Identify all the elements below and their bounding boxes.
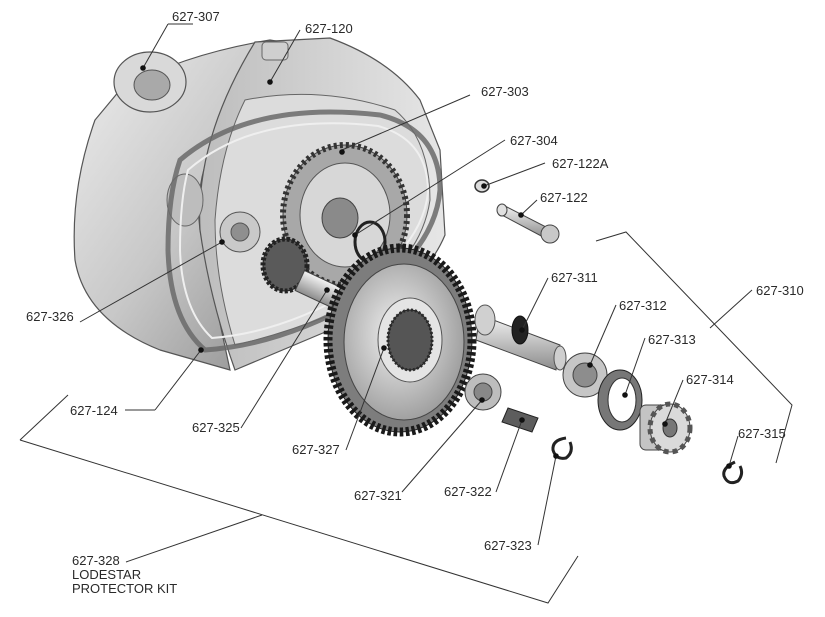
label-627-122: 627-122: [540, 190, 588, 205]
label-627-326: 627-326: [26, 309, 74, 324]
leader-dots: [140, 65, 732, 469]
bearing-627-312: [562, 352, 608, 398]
label-627-312: 627-312: [619, 298, 667, 313]
label-627-323: 627-323: [484, 538, 532, 553]
label-627-322: 627-322: [444, 484, 492, 499]
pinion-shaft: [260, 236, 342, 309]
label-627-304: 627-304: [510, 133, 558, 148]
output-gear: [323, 243, 477, 437]
part-labels: 627-307 627-120 627-303 627-304 627-122A…: [26, 9, 804, 596]
bearing-627-321: [464, 373, 502, 411]
mounting-ear: [113, 51, 187, 113]
label-627-313: 627-313: [648, 332, 696, 347]
seal-627-313: [597, 369, 643, 431]
label-627-314: 627-314: [686, 372, 734, 387]
label-627-122a: 627-122A: [552, 156, 609, 171]
label-627-321: 627-321: [354, 488, 402, 503]
drive-gear-627-314: [639, 401, 693, 455]
snap-ring-627-315: [722, 460, 744, 485]
kit-label-part-number: 627-328: [72, 553, 120, 568]
label-627-311: 627-311: [551, 270, 598, 285]
internal-gear: [280, 142, 410, 288]
kit-label-name: LODESTAR: [72, 567, 141, 582]
kit-label-description: PROTECTOR KIT: [72, 581, 177, 596]
label-627-124: 627-124: [70, 403, 118, 418]
label-627-310: 627-310: [756, 283, 804, 298]
label-627-303: 627-303: [481, 84, 529, 99]
label-627-307: 627-307: [172, 9, 220, 24]
label-627-325: 627-325: [192, 420, 240, 435]
screw-627-122: [496, 203, 560, 244]
label-627-315: 627-315: [738, 426, 786, 441]
label-627-327: 627-327: [292, 442, 340, 457]
leader-lines: [19, 23, 793, 604]
label-627-120: 627-120: [305, 21, 353, 36]
output-shaft: [474, 304, 567, 371]
